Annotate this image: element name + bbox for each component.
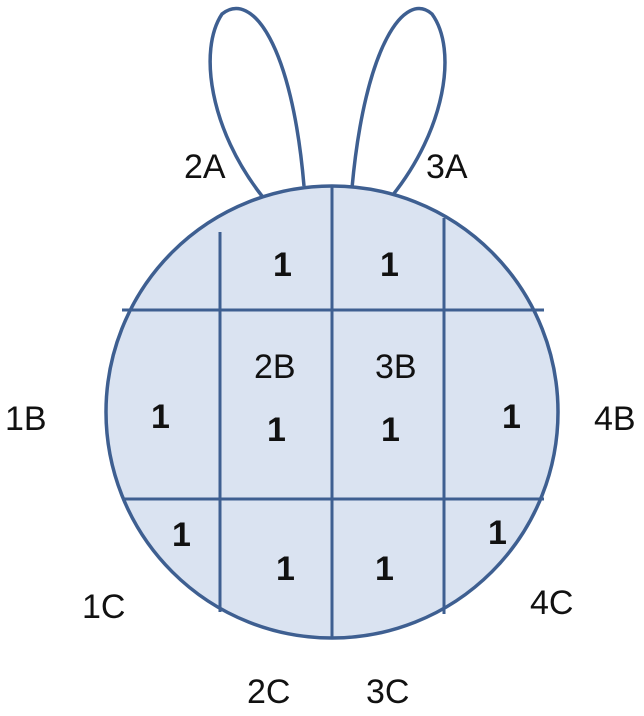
- value-1B: 1: [151, 398, 170, 436]
- label-3C: 3C: [366, 673, 409, 711]
- value-2A: 1: [273, 246, 292, 284]
- value-3C: 1: [375, 550, 394, 588]
- value-2C: 1: [276, 550, 295, 588]
- left-ear: [208, 6, 306, 198]
- label-3B: 3B: [375, 348, 417, 386]
- label-2C: 2C: [247, 673, 290, 711]
- label-1B: 1B: [5, 400, 47, 438]
- right-ear: [350, 6, 447, 198]
- label-4B: 4B: [594, 400, 636, 438]
- label-2A: 2A: [184, 148, 226, 186]
- value-3A: 1: [380, 246, 399, 284]
- label-2B: 2B: [254, 348, 296, 386]
- value-4C: 1: [488, 514, 507, 552]
- value-1C: 1: [172, 516, 191, 554]
- value-3B: 1: [381, 411, 400, 449]
- label-1C: 1C: [82, 588, 125, 626]
- value-4B: 1: [502, 398, 521, 436]
- value-2B: 1: [267, 411, 286, 449]
- label-3A: 3A: [426, 148, 468, 186]
- label-4C: 4C: [530, 584, 573, 622]
